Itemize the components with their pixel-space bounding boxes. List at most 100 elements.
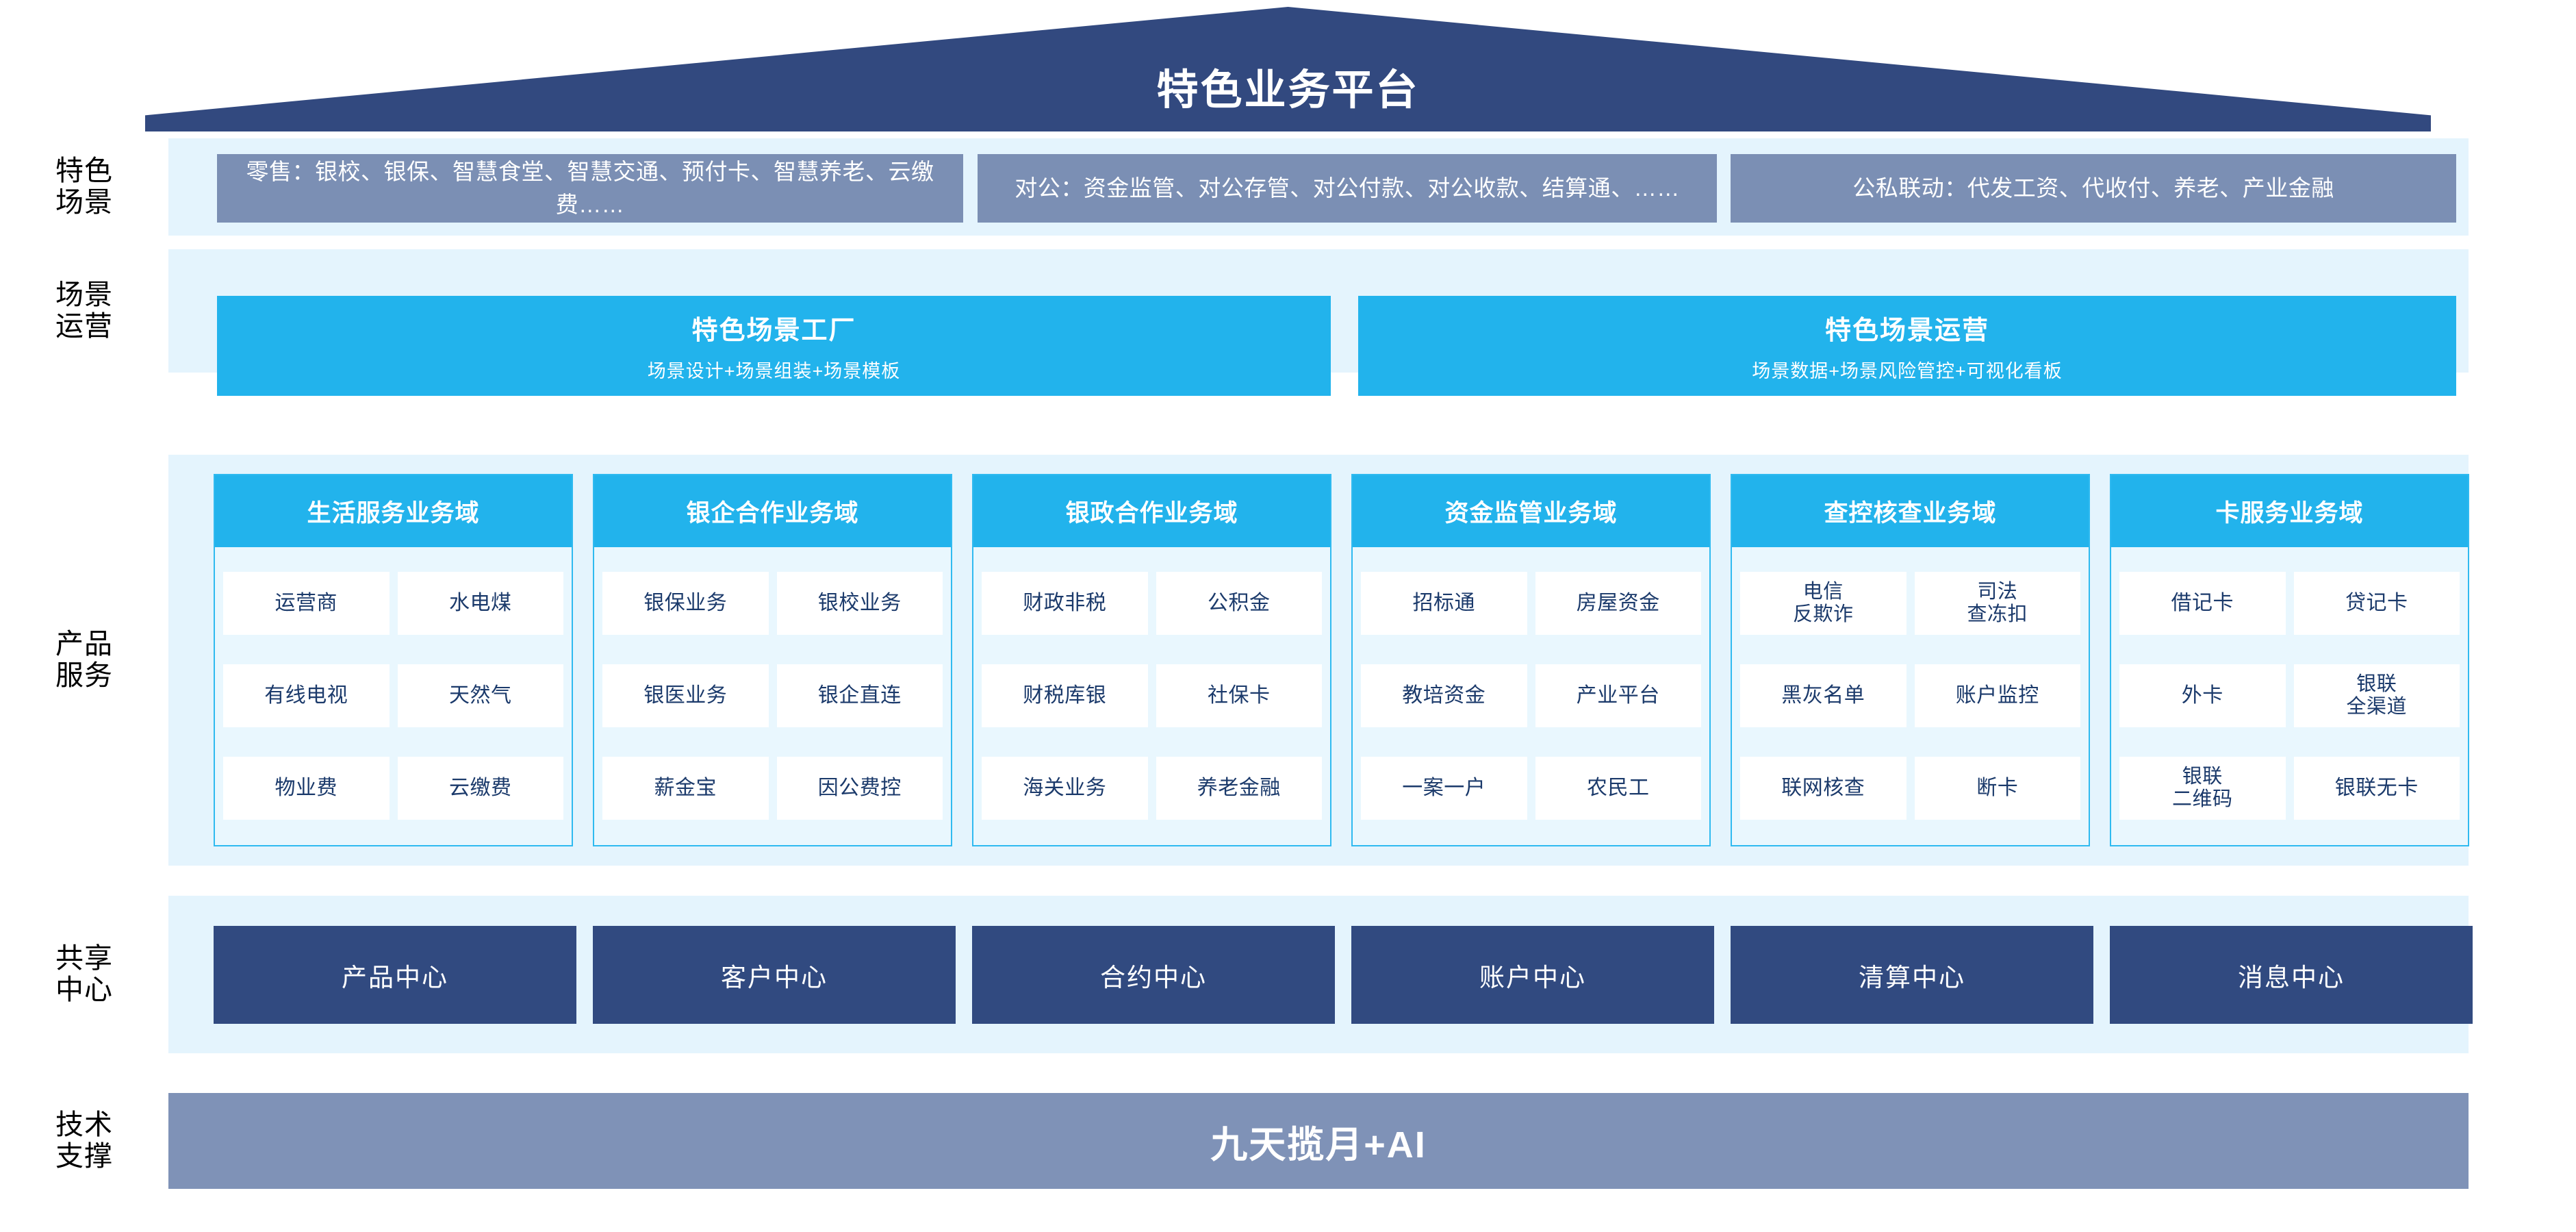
domain-item[interactable]: 养老金融: [1156, 756, 1322, 820]
operation-subtitle: 场景设计+场景组装+场景模板: [647, 361, 901, 381]
domain-item[interactable]: 产业平台: [1535, 664, 1701, 727]
tech-support-label: 九天揽月+AI: [1210, 1124, 1427, 1166]
rail-text: 共享 中心: [55, 942, 113, 1005]
domain-item[interactable]: 电信 反欺诈: [1740, 571, 1907, 635]
domain-item-row: 一案一户农民工: [1361, 756, 1701, 820]
domain-item[interactable]: 联网核查: [1740, 756, 1907, 820]
operation-bar-ops[interactable]: 特色场景运营 场景数据+场景风险管控+可视化看板: [1358, 296, 2456, 396]
domain-item[interactable]: 账户监控: [1914, 664, 2080, 727]
domain-item-row: 黑灰名单账户监控: [1740, 664, 2080, 727]
domain-item-row: 财政非税公积金: [982, 571, 1322, 635]
domain-item[interactable]: 银保业务: [602, 571, 769, 635]
domain-item-row: 财税库银社保卡: [982, 664, 1322, 727]
domain-item[interactable]: 运营商: [223, 571, 390, 635]
domain-column[interactable]: 资金监管业务域招标通房屋资金教培资金产业平台一案一户农民工: [1351, 474, 1711, 846]
domain-item[interactable]: 断卡: [1914, 756, 2080, 820]
domain-item[interactable]: 天然气: [397, 664, 563, 727]
domain-item-row: 电信 反欺诈司法 查冻扣: [1740, 571, 2080, 635]
domain-item[interactable]: 因公费控: [776, 756, 943, 820]
rail-text: 场景 运营: [55, 279, 113, 342]
domain-item[interactable]: 农民工: [1535, 756, 1701, 820]
center-card-account[interactable]: 账户中心: [1351, 926, 1714, 1024]
scenario-card-corporate[interactable]: 对公：资金监管、对公存管、对公付款、对公收款、结算通、……: [978, 154, 1717, 223]
domain-item-row: 有线电视天然气: [223, 664, 563, 727]
domain-item[interactable]: 水电煤: [397, 571, 563, 635]
domain-item[interactable]: 司法 查冻扣: [1914, 571, 2080, 635]
domain-item[interactable]: 物业费: [223, 756, 390, 820]
domain-item[interactable]: 财税库银: [982, 664, 1148, 727]
domain-item[interactable]: 薪金宝: [602, 756, 769, 820]
domain-item-grid: 电信 反欺诈司法 查冻扣黑灰名单账户监控联网核查断卡: [1732, 547, 2089, 845]
domain-item-row: 外卡银联 全渠道: [2119, 664, 2460, 727]
rail-label-center: 共享 中心: [0, 896, 168, 1053]
domain-item[interactable]: 财政非税: [982, 571, 1148, 635]
band-tech: [168, 1093, 2469, 1189]
domain-item-row: 海关业务养老金融: [982, 756, 1322, 820]
domain-item[interactable]: 贷记卡: [2293, 571, 2460, 635]
scenario-card-retail[interactable]: 零售：银校、银保、智慧食堂、智慧交通、预付卡、智慧养老、云缴费……: [217, 154, 963, 223]
operation-title: 特色场景运营: [1824, 316, 1989, 345]
platform-roof: 特色业务平台: [145, 7, 2431, 131]
domain-item[interactable]: 社保卡: [1156, 664, 1322, 727]
rail-label-product: 产品 服务: [0, 455, 168, 866]
domain-column[interactable]: 生活服务业务域运营商水电煤有线电视天然气物业费云缴费: [214, 474, 573, 846]
operation-bar-factory[interactable]: 特色场景工厂 场景设计+场景组装+场景模板: [217, 296, 1331, 396]
domain-item-row: 银保业务银校业务: [602, 571, 943, 635]
page-title: 特色业务平台: [1156, 66, 1420, 113]
domain-item-row: 银医业务银企直连: [602, 664, 943, 727]
domain-item-grid: 财政非税公积金财税库银社保卡海关业务养老金融: [973, 547, 1330, 845]
domain-title: 资金监管业务域: [1353, 475, 1709, 547]
rail-label-scenario: 特色 场景: [0, 138, 168, 236]
rail-text: 技术 支撑: [55, 1109, 113, 1172]
domain-item[interactable]: 银联 全渠道: [2293, 664, 2460, 727]
rail-text: 特色 场景: [55, 155, 113, 218]
rail-text: 产品 服务: [55, 628, 113, 691]
domain-item[interactable]: 云缴费: [397, 756, 563, 820]
center-card-settlement[interactable]: 清算中心: [1731, 926, 2093, 1024]
operation-title: 特色场景工厂: [691, 316, 856, 345]
domain-item[interactable]: 海关业务: [982, 756, 1148, 820]
domain-column[interactable]: 银政合作业务域财政非税公积金财税库银社保卡海关业务养老金融: [972, 474, 1331, 846]
rail-label-operation: 场景 运营: [0, 249, 168, 373]
domain-item[interactable]: 房屋资金: [1535, 571, 1701, 635]
center-card-message[interactable]: 消息中心: [2110, 926, 2473, 1024]
domain-item[interactable]: 一案一户: [1361, 756, 1527, 820]
domain-item-grid: 银保业务银校业务银医业务银企直连薪金宝因公费控: [594, 547, 951, 845]
rail-label-tech: 技术 支撑: [0, 1093, 168, 1189]
center-card-customer[interactable]: 客户中心: [593, 926, 956, 1024]
domain-item[interactable]: 银联 二维码: [2119, 756, 2286, 820]
domain-item-grid: 运营商水电煤有线电视天然气物业费云缴费: [215, 547, 572, 845]
domain-item[interactable]: 外卡: [2119, 664, 2286, 727]
scenario-card-linkage[interactable]: 公私联动：代发工资、代收付、养老、产业金融: [1731, 154, 2456, 223]
center-card-product[interactable]: 产品中心: [214, 926, 576, 1024]
center-card-contract[interactable]: 合约中心: [972, 926, 1335, 1024]
domain-item-row: 银联 二维码银联无卡: [2119, 756, 2460, 820]
domain-item-row: 招标通房屋资金: [1361, 571, 1701, 635]
domain-title: 生活服务业务域: [215, 475, 572, 547]
domain-title: 银政合作业务域: [973, 475, 1330, 547]
domain-item[interactable]: 教培资金: [1361, 664, 1527, 727]
domain-item-row: 薪金宝因公费控: [602, 756, 943, 820]
domain-item[interactable]: 公积金: [1156, 571, 1322, 635]
domain-item[interactable]: 借记卡: [2119, 571, 2286, 635]
domain-item[interactable]: 黑灰名单: [1740, 664, 1907, 727]
domain-item-row: 联网核查断卡: [1740, 756, 2080, 820]
domain-title: 卡服务业务域: [2111, 475, 2468, 547]
domain-column[interactable]: 卡服务业务域借记卡贷记卡外卡银联 全渠道银联 二维码银联无卡: [2110, 474, 2469, 846]
domain-item-row: 物业费云缴费: [223, 756, 563, 820]
domain-item[interactable]: 有线电视: [223, 664, 390, 727]
domain-item[interactable]: 银企直连: [776, 664, 943, 727]
domain-item[interactable]: 银联无卡: [2293, 756, 2460, 820]
operation-subtitle: 场景数据+场景风险管控+可视化看板: [1752, 361, 2063, 381]
domain-item-grid: 借记卡贷记卡外卡银联 全渠道银联 二维码银联无卡: [2111, 547, 2468, 845]
domain-item[interactable]: 招标通: [1361, 571, 1527, 635]
domain-item-row: 借记卡贷记卡: [2119, 571, 2460, 635]
domain-item[interactable]: 银医业务: [602, 664, 769, 727]
domain-item-row: 运营商水电煤: [223, 571, 563, 635]
domain-item-row: 教培资金产业平台: [1361, 664, 1701, 727]
domain-title: 银企合作业务域: [594, 475, 951, 547]
domain-item[interactable]: 银校业务: [776, 571, 943, 635]
domain-column[interactable]: 银企合作业务域银保业务银校业务银医业务银企直连薪金宝因公费控: [593, 474, 952, 846]
domain-column[interactable]: 查控核查业务域电信 反欺诈司法 查冻扣黑灰名单账户监控联网核查断卡: [1731, 474, 2090, 846]
